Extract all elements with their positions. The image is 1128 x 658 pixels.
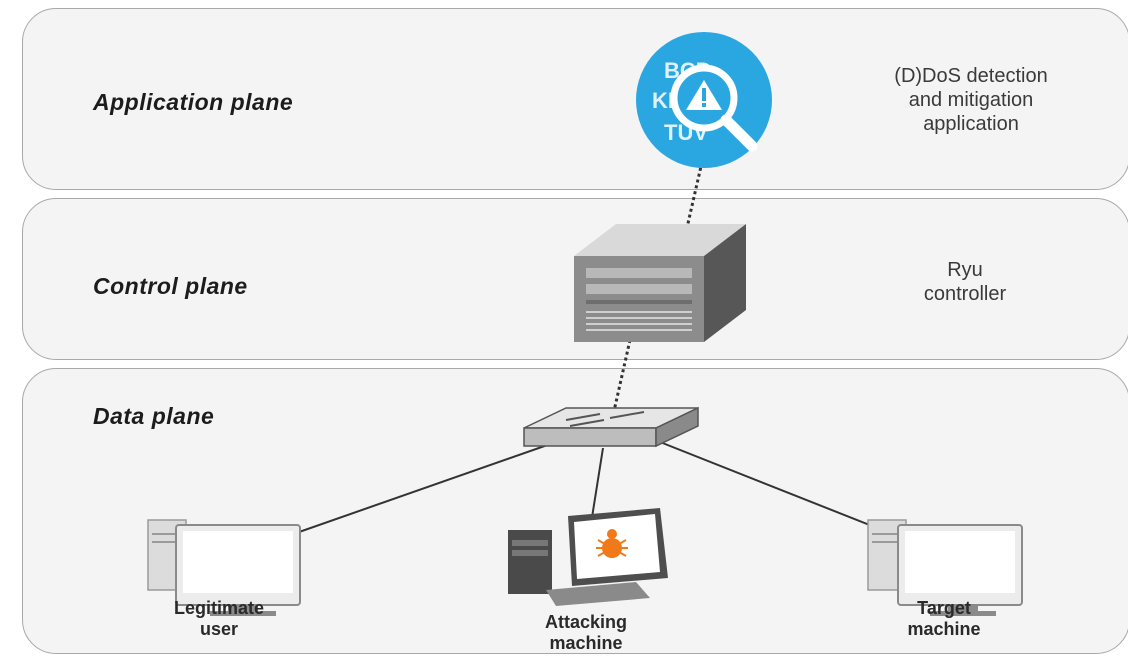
data-plane-title: Data plane [93, 403, 215, 429]
controller-description-label: Ryu controller [923, 259, 1007, 305]
bug-icon [596, 529, 628, 558]
legitimate-user-label: Legitimate user [173, 598, 265, 639]
app-description-label: (D)DoS detection and mitigation applicat… [894, 65, 1048, 135]
controller-switch-link [610, 339, 632, 421]
attacking-machine-computer-icon [508, 508, 668, 606]
ddos-detection-app-icon: BCD KI TUV [636, 32, 772, 168]
application-plane-title: Application plane [93, 89, 294, 115]
control-plane-title: Control plane [93, 273, 248, 299]
target-machine-label: Target machine [907, 598, 981, 639]
link-legitimate-user [261, 441, 557, 546]
switch-icon [523, 406, 699, 448]
target-machine-computer-icon [867, 519, 1023, 616]
attacking-machine-label: Attacking machine [544, 612, 627, 653]
svg-text:KI: KI [652, 88, 674, 113]
application-plane: Application plane [22, 8, 1128, 190]
legitimate-user-computer-icon [147, 519, 301, 616]
ryu-controller-server-icon [574, 224, 746, 342]
app-controller-link [684, 161, 704, 233]
